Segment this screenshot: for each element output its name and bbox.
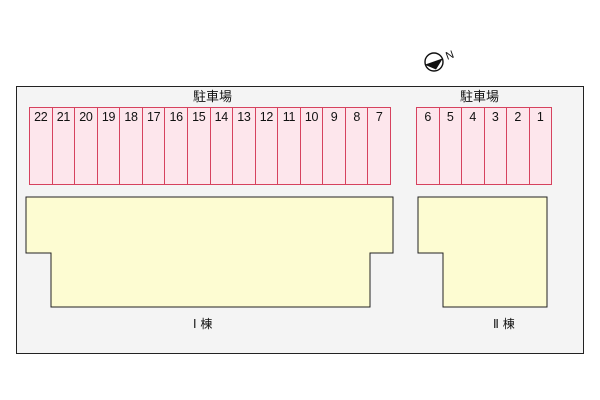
building-2-footprint (417, 196, 548, 308)
parking-right-stall: 5 (440, 108, 462, 184)
stall-number: 1 (536, 110, 544, 124)
stall-number: 16 (169, 110, 184, 124)
parking-left-stall: 13 (233, 108, 256, 184)
stall-number: 9 (330, 110, 338, 124)
stall-number: 19 (101, 110, 116, 124)
parking-left-stall: 20 (75, 108, 98, 184)
parking-left-stall: 21 (53, 108, 76, 184)
stall-number: 4 (469, 110, 477, 124)
stall-number: 8 (353, 110, 360, 124)
parking-left-stall: 22 (30, 108, 53, 184)
compass-north-letter: N (444, 49, 456, 63)
stall-number: 12 (259, 110, 274, 124)
stall-number: 6 (424, 110, 432, 124)
stall-number: 18 (124, 110, 138, 124)
parking-right-stall: 3 (485, 108, 507, 184)
stall-number: 15 (192, 110, 206, 124)
stall-number: 5 (446, 110, 454, 124)
stall-number: 21 (56, 110, 71, 124)
stall-number: 22 (34, 110, 48, 124)
parking-left-stall: 12 (256, 108, 279, 184)
parking-left-stalls: 22 21 20 19 18 17 16 15 14 13 12 11 10 9 8 7 (29, 107, 391, 185)
stall-number: 13 (237, 110, 251, 124)
parking-left-stall: 19 (98, 108, 121, 184)
parking-right-stall: 2 (507, 108, 530, 184)
parking-left-label: 駐車場 (193, 90, 233, 105)
parking-left-stall: 9 (323, 108, 346, 184)
parking-left-stall: 14 (211, 108, 234, 184)
parking-right-stall: 1 (530, 108, 552, 184)
stall-number: 20 (79, 110, 93, 124)
parking-left-stall: 10 (301, 108, 324, 184)
parking-right-label: 駐車場 (460, 90, 500, 105)
parking-left-stall: 18 (120, 108, 143, 184)
parking-right-stall: 4 (462, 108, 485, 184)
parking-left-stall: 16 (165, 108, 188, 184)
stall-number: 11 (282, 110, 296, 124)
stall-number: 7 (375, 110, 383, 124)
parking-left-stall: 8 (346, 108, 369, 184)
building-2-label: Ⅱ 棟 (493, 317, 515, 331)
stall-number: 3 (491, 110, 499, 124)
stall-number: 14 (214, 110, 229, 124)
parking-left-stall: 7 (368, 108, 390, 184)
parking-left-stall: 17 (143, 108, 166, 184)
parking-left-stall: 11 (278, 108, 301, 184)
stall-number: 2 (514, 110, 522, 124)
north-arrow-icon: N (424, 49, 456, 72)
building-1-footprint (25, 196, 394, 308)
stall-number: 17 (146, 110, 161, 124)
building-1-label: Ⅰ 棟 (193, 317, 213, 331)
stall-number: 10 (304, 110, 319, 124)
parking-right-stall: 6 (417, 108, 440, 184)
parking-left-stall: 15 (188, 108, 211, 184)
